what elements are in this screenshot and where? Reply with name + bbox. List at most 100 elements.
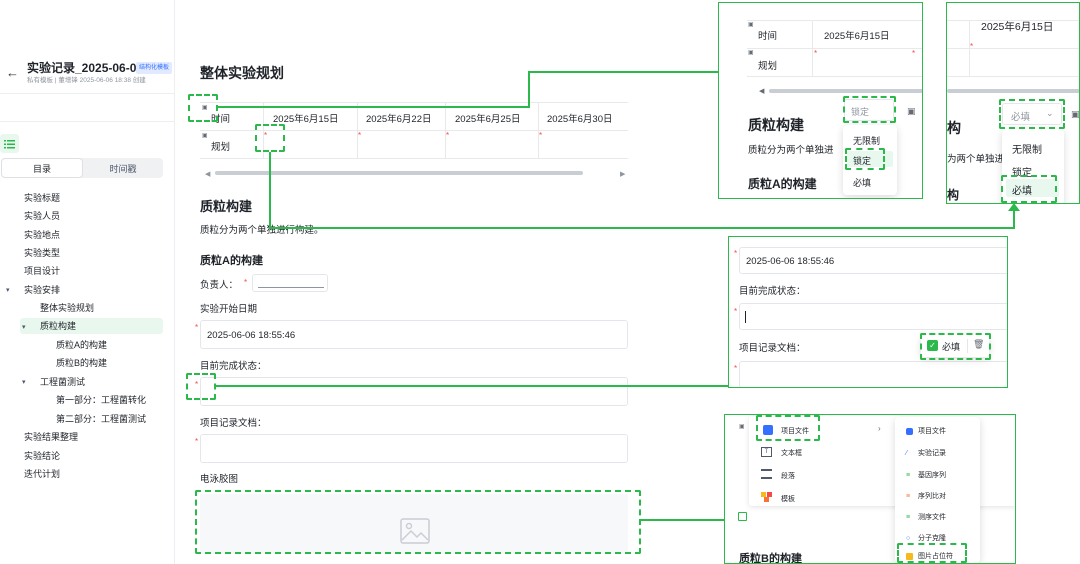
date-cell[interactable]: 2025年6月22日 <box>366 114 432 125</box>
required-toggle-label[interactable]: 必填 <box>942 342 961 352</box>
owner-input[interactable] <box>252 274 328 292</box>
permission-select[interactable]: 必填 ⌄ <box>1002 103 1062 125</box>
submenu-item[interactable]: 测序文件 <box>918 514 946 521</box>
lock-icon[interactable]: ▣ <box>748 22 754 28</box>
toc-item[interactable]: 实验安排 <box>24 285 61 295</box>
menu-item-unrestricted[interactable]: 无限制 <box>853 136 881 146</box>
submenu-item[interactable]: 分子克隆 <box>918 535 946 542</box>
required-asterisk: * <box>195 437 199 446</box>
caret-down-icon[interactable]: ▾ <box>6 287 10 294</box>
status-label: 目前完成状态： <box>200 361 267 372</box>
menu-item-required[interactable]: 必填 <box>853 178 872 188</box>
horizontal-scrollbar[interactable] <box>947 89 1079 93</box>
status-input[interactable] <box>200 377 628 406</box>
tab-timestamp[interactable]: 时间戳 <box>109 163 137 174</box>
toc-item[interactable]: 实验标题 <box>24 193 61 203</box>
start-date-input[interactable]: 2025-06-06 18:55:46 <box>200 320 628 349</box>
toc-item[interactable]: 质粒B的构建 <box>56 358 108 368</box>
divider <box>0 93 175 94</box>
connector-line <box>218 106 529 108</box>
template-icon <box>761 492 772 502</box>
toc-item[interactable]: 项目设计 <box>24 266 61 276</box>
toc-item[interactable]: 整体实验规划 <box>40 303 95 313</box>
submenu-item[interactable]: 序列比对 <box>918 493 946 500</box>
doc-input[interactable] <box>200 434 628 463</box>
menu-item-paragraph[interactable]: 段落 <box>781 473 795 480</box>
toc-item[interactable]: 实验结论 <box>24 451 61 461</box>
scroll-left-icon[interactable]: ◀ <box>759 88 765 95</box>
sequencing-file-icon: ≡ <box>906 514 911 521</box>
connector-line <box>1013 210 1015 229</box>
horizontal-scrollbar[interactable] <box>769 89 922 93</box>
permission-menu: 无限制 锁定 必填 <box>843 125 897 195</box>
required-asterisk: * <box>264 131 268 140</box>
toc-item[interactable]: 实验地点 <box>24 230 61 240</box>
menu-item-unrestricted[interactable]: 无限制 <box>1012 145 1042 156</box>
toc-item[interactable]: 质粒A的构建 <box>56 340 108 350</box>
submenu-item-image-placeholder[interactable]: 图片占位符 <box>918 553 953 560</box>
highlight-required-asterisk <box>255 124 285 152</box>
toc-item[interactable]: 迭代计划 <box>24 469 61 479</box>
highlight-image-placeholder-option <box>897 543 967 563</box>
callout-required-dropdown: 2025年6月15日 * 必填 ⌄ ▣ 构 为两个单独进 构 无限制 锁定 必填 <box>946 2 1080 204</box>
toc-item[interactable]: 实验类型 <box>24 248 61 258</box>
menu-item-locked[interactable]: 锁定 <box>1012 168 1032 179</box>
status-input[interactable] <box>739 303 1007 330</box>
owner-label: 负责人： <box>200 280 239 291</box>
outline-toggle-button[interactable] <box>0 134 19 153</box>
toc-item[interactable]: 第一部分：工程菌转化 <box>56 395 147 405</box>
image-icon <box>400 518 430 544</box>
scroll-right-icon[interactable]: ▶ <box>620 171 626 178</box>
insert-submenu: 项目文件 ⁄ 实验记录 ≡ 基因序列 ≡ 序列比对 ≡ 测序文件 ○ 分子克隆 … <box>895 417 980 563</box>
table-settings-icon[interactable]: ▣ <box>1071 109 1080 119</box>
required-asterisk: * <box>970 42 974 51</box>
scroll-left-icon[interactable]: ◀ <box>205 171 211 178</box>
row-label-time: 时间 <box>211 114 231 125</box>
date-cell: 2025年6月15日 <box>981 21 1054 33</box>
caret-down-icon[interactable]: ▾ <box>22 379 26 386</box>
toc-item-active[interactable]: 质粒构建 <box>40 321 77 331</box>
required-asterisk: * <box>446 131 450 140</box>
status-label: 目前完成状态： <box>739 286 806 297</box>
menu-item-project-file[interactable]: 项目文件 <box>781 428 809 435</box>
required-asterisk: * <box>912 49 916 58</box>
menu-item-template[interactable]: 模板 <box>781 496 795 503</box>
lock-icon[interactable]: ▣ <box>202 133 208 139</box>
image-placeholder[interactable] <box>200 494 628 554</box>
date-cell[interactable]: 2025年6月25日 <box>455 114 521 125</box>
submenu-item[interactable]: 基因序列 <box>918 472 946 479</box>
callout-insert-menu: ▣ 项目文件 › T 文本框 段落 模板 项目文件 ⁄ 实验记录 ≡ 基因序列 … <box>724 414 1016 564</box>
caret-down-icon[interactable]: ▾ <box>22 324 26 331</box>
required-asterisk: * <box>814 49 818 58</box>
back-arrow-icon[interactable]: ← <box>6 65 19 80</box>
section-title: 整体实验规划 <box>200 65 284 81</box>
checkbox-checked-icon[interactable]: ✓ <box>927 340 938 351</box>
menu-item-locked[interactable]: 锁定 <box>853 156 872 166</box>
heading-desc: 质粒分为两个单独进行构建。 <box>200 225 324 236</box>
toc-item[interactable]: 实验人员 <box>24 211 61 221</box>
molecular-clone-icon: ○ <box>906 535 911 542</box>
required-asterisk: * <box>244 278 248 287</box>
trash-icon[interactable]: 🗑 <box>973 339 985 349</box>
table-settings-icon[interactable]: ▣ <box>907 106 916 116</box>
horizontal-scrollbar[interactable] <box>215 171 583 175</box>
date-cell[interactable]: 2025年6月30日 <box>547 114 613 125</box>
highlight-select <box>843 96 896 123</box>
submenu-item[interactable]: 实验记录 <box>918 450 946 457</box>
lock-icon[interactable]: ▣ <box>202 105 208 111</box>
toc-item[interactable]: 第二部分：工程菌测试 <box>56 414 147 424</box>
toc-item[interactable]: 工程菌测试 <box>40 377 86 387</box>
connector-line <box>528 71 869 73</box>
menu-item-required[interactable]: 必填 <box>1012 186 1032 197</box>
doc-input[interactable] <box>739 361 1007 387</box>
toc-item[interactable]: 实验结果整理 <box>24 432 79 442</box>
submenu-item[interactable]: 项目文件 <box>918 428 946 435</box>
required-asterisk: * <box>539 131 543 140</box>
tab-toc[interactable]: 目录 <box>1 158 83 178</box>
date-cell[interactable]: 2025年6月15日 <box>273 114 339 125</box>
lock-icon[interactable]: ▣ <box>748 50 754 56</box>
row-label-plan: 规划 <box>211 142 231 153</box>
toc-active-highlight <box>20 318 163 334</box>
start-date-input[interactable]: 2025-06-06 18:55:46 <box>739 247 1007 274</box>
menu-item-text-box[interactable]: 文本框 <box>781 450 802 457</box>
